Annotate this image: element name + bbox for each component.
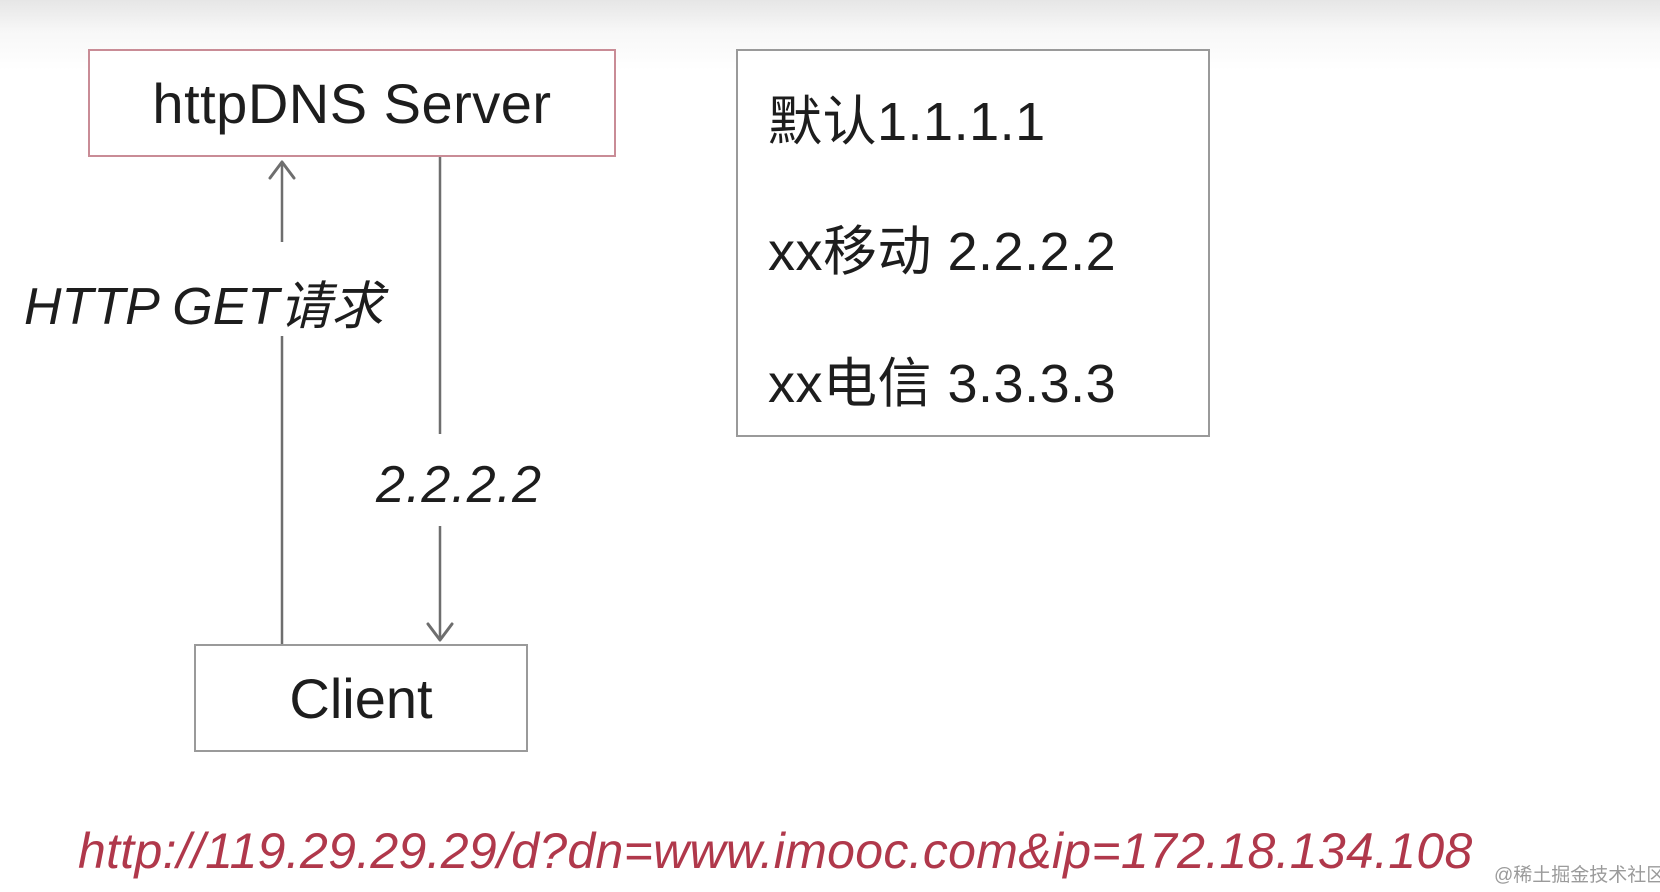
- mapping-row-mobile: xx移动 2.2.2.2: [768, 222, 1117, 282]
- ip-mapping-box: 默认1.1.1.1 xx移动 2.2.2.2 xx电信 3.3.3.3: [736, 49, 1210, 437]
- client-label: Client: [289, 666, 433, 730]
- mapping-row-default: 默认1.1.1.1: [768, 92, 1046, 152]
- httpdns-server-box: httpDNS Server: [88, 49, 616, 157]
- client-box: Client: [194, 644, 528, 752]
- response-label: 2.2.2.2: [376, 456, 543, 514]
- server-label: httpDNS Server: [152, 71, 552, 135]
- request-label: HTTP GET请求: [24, 278, 384, 336]
- watermark: @稀土掘金技术社区: [1494, 865, 1660, 886]
- request-url: http://119.29.29.29/d?dn=www.imooc.com&i…: [78, 823, 1473, 879]
- mapping-row-telecom: xx电信 3.3.3.3: [768, 354, 1117, 414]
- request-arrowhead: [268, 160, 296, 180]
- response-arrowhead: [426, 622, 454, 642]
